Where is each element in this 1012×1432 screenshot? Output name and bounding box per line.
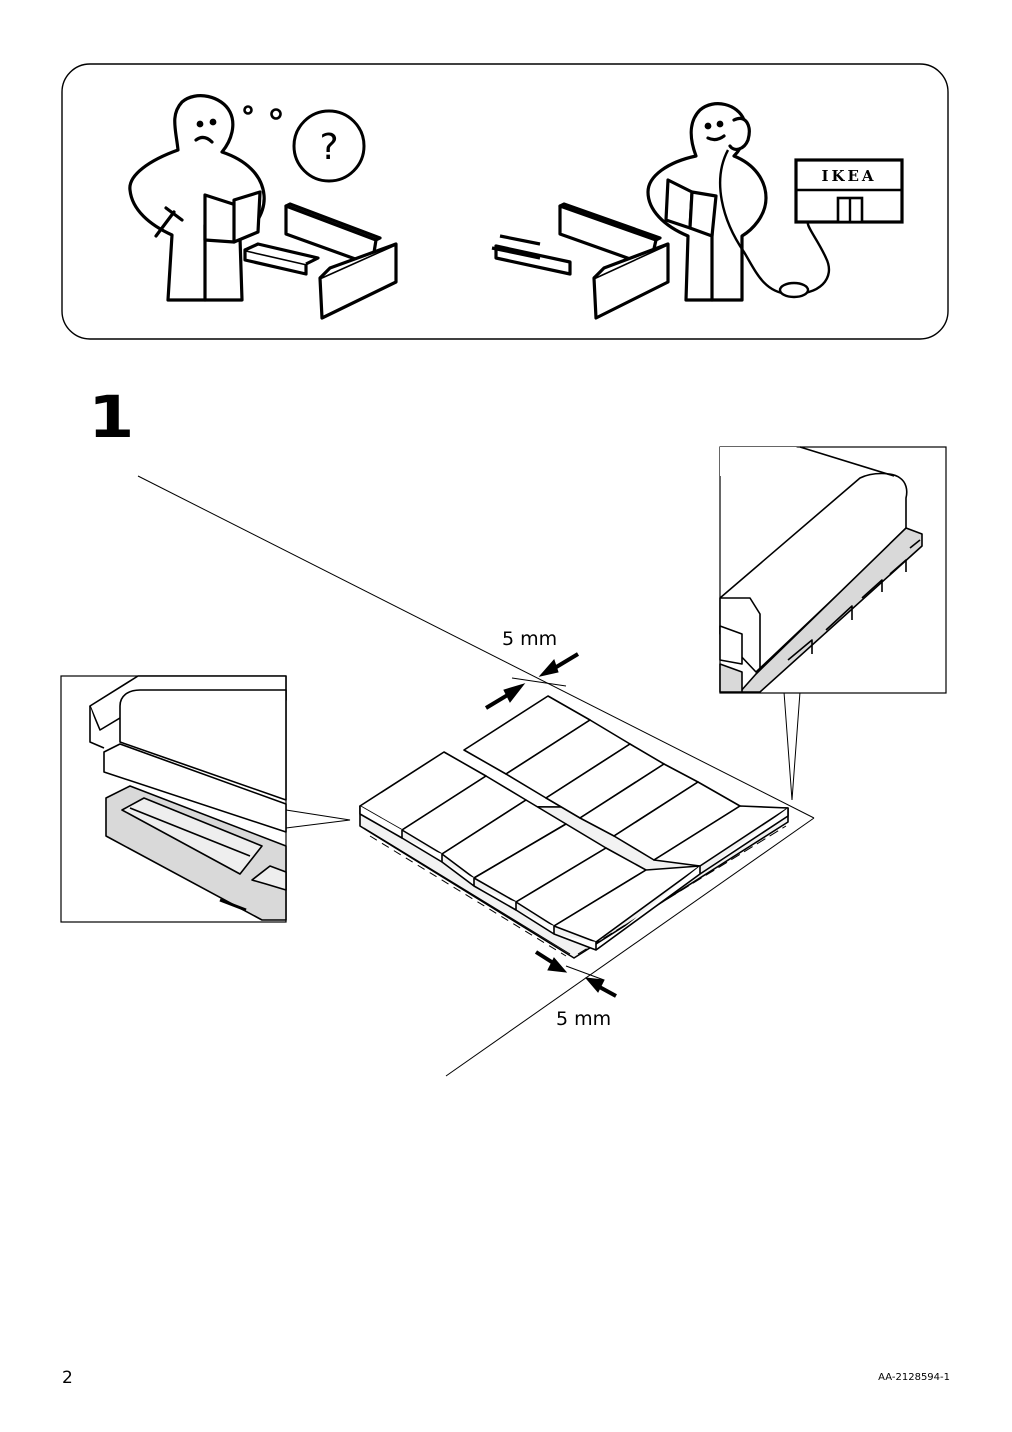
detail-callout-right xyxy=(719,446,947,801)
guide-lines xyxy=(137,475,815,1077)
slat xyxy=(579,763,699,837)
slat xyxy=(653,805,789,867)
slat xyxy=(515,847,647,927)
slat xyxy=(441,799,567,879)
boards-left-icon xyxy=(243,202,398,320)
arrow-top-right-icon xyxy=(546,652,580,674)
dimension-label-top: 5 mm xyxy=(502,628,558,650)
slat xyxy=(463,695,591,775)
slat xyxy=(613,781,741,861)
person-calling-icon xyxy=(646,102,768,302)
dimension-label-bottom: 5 mm xyxy=(556,1008,612,1030)
arrow-bottom-right-icon xyxy=(593,982,617,998)
boards-right-icon xyxy=(491,202,670,320)
store-icon: IKEA xyxy=(794,158,904,224)
dimension-arrows xyxy=(484,652,617,998)
svg-text:?: ? xyxy=(319,127,338,168)
page-number: 2 xyxy=(62,1368,73,1388)
detail-callout-left xyxy=(60,675,351,923)
document-code: AA-2128594-1 xyxy=(878,1372,950,1383)
help-panel: ? IKEA xyxy=(61,63,949,340)
confused-person-icon xyxy=(128,94,266,302)
help-panel-frame xyxy=(61,63,949,340)
svg-text:IKEA: IKEA xyxy=(821,167,876,185)
slat xyxy=(401,775,527,855)
thought-bubbles xyxy=(243,105,282,120)
slat xyxy=(545,743,665,819)
slat xyxy=(359,751,487,831)
question-icon: ? xyxy=(292,109,366,183)
deck-tile xyxy=(359,695,789,959)
slat xyxy=(553,865,701,943)
slat xyxy=(505,719,631,799)
arrow-top-left-icon xyxy=(484,688,518,710)
slat xyxy=(473,823,607,903)
step-number: 1 xyxy=(88,383,135,451)
phone-base-icon xyxy=(778,281,810,299)
arrow-bottom-left-icon xyxy=(534,950,560,968)
tile-base xyxy=(359,805,789,959)
